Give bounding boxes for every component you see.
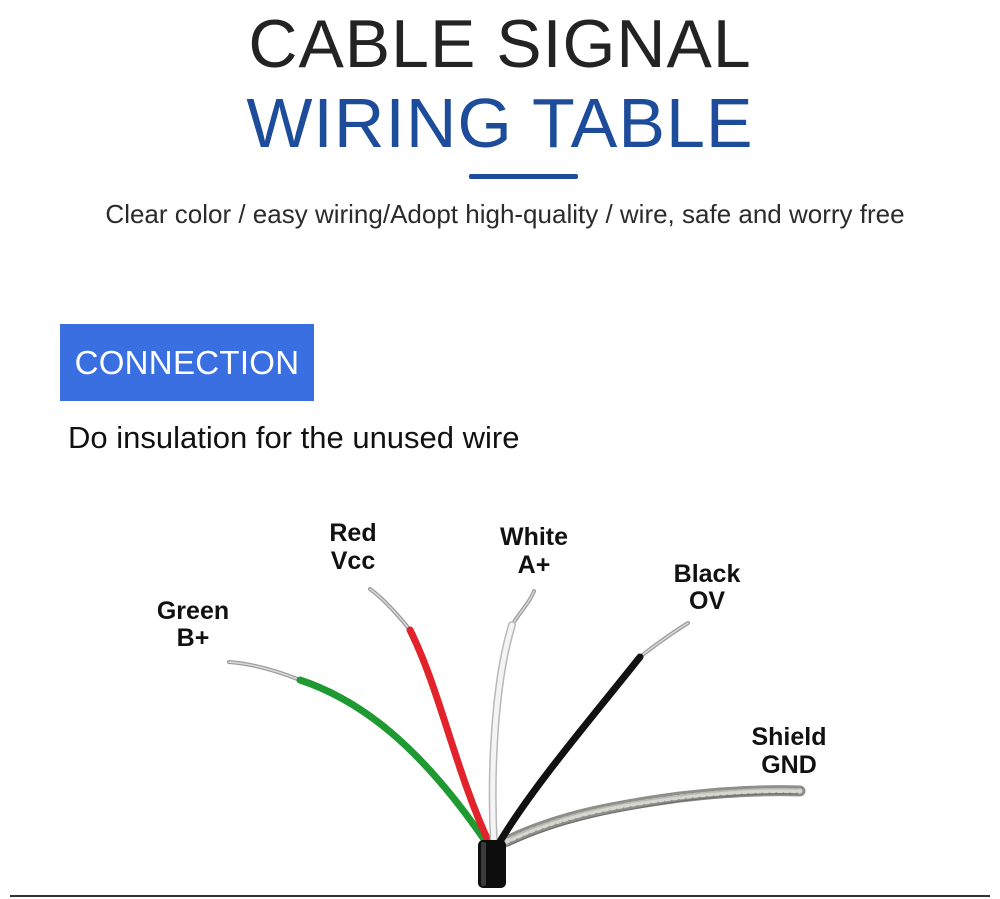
red-color-label: Red <box>329 519 376 547</box>
bottom-divider <box>10 895 990 897</box>
shield-signal-label: GND <box>761 751 817 779</box>
black-wire <box>494 621 690 849</box>
green-signal-label: B+ <box>177 624 210 652</box>
white-signal-label: A+ <box>518 551 551 579</box>
green-wire <box>227 660 492 849</box>
green-wire-insulation <box>296 676 492 849</box>
title-line-1: CABLE SIGNAL <box>248 6 752 82</box>
red-wire-insulation <box>406 626 494 849</box>
insulation-note: Do insulation for the unused wire <box>68 420 520 455</box>
red-signal-label: Vcc <box>331 547 376 575</box>
shield-braid <box>499 785 806 848</box>
wiring-diagram: Green B+ Red Vcc White A+ Black OV Shiel… <box>157 519 827 888</box>
title-line-2: WIRING TABLE <box>246 84 754 162</box>
black-wire-insulation <box>494 653 644 849</box>
title-underline <box>469 174 578 179</box>
white-wire <box>488 589 536 849</box>
green-color-label: Green <box>157 597 229 625</box>
white-wire-insulation <box>490 622 515 848</box>
red-wire <box>368 587 494 849</box>
subtitle: Clear color / easy wiring/Adopt high-qua… <box>105 199 905 229</box>
black-color-label: Black <box>674 560 741 588</box>
black-signal-label: OV <box>689 587 725 615</box>
white-color-label: White <box>500 523 568 551</box>
connection-badge: CONNECTION <box>60 324 314 401</box>
shield-color-label: Shield <box>751 723 826 751</box>
